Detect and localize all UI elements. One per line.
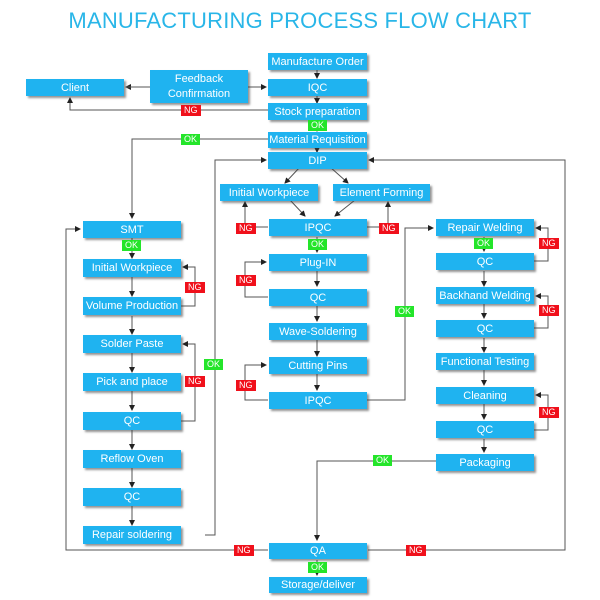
node-repair-welding: Repair Welding [436, 219, 534, 236]
node-functional-testing: Functional Testing [436, 353, 534, 370]
chart-title: MANUFACTURING PROCESS FLOW CHART [68, 8, 532, 33]
node-pick-and-place: Pick and place [83, 373, 181, 391]
node-qc-smt-1: QC [83, 412, 181, 430]
ok-tag: OK [308, 239, 328, 250]
feedback-line-1: Feedback [174, 73, 224, 85]
node-plug-in: Plug-IN [269, 254, 367, 271]
connector [368, 157, 566, 551]
node-cutting-pins: Cutting Pins [269, 357, 367, 374]
node-solder-paste: Solder Paste [83, 335, 181, 353]
ng-tag: NG [539, 407, 559, 418]
ng-tag: NG [234, 545, 254, 556]
node-reflow-oven: Reflow Oven [83, 450, 181, 468]
node-qc-plug: QC [269, 289, 367, 306]
ng-tag: NG [185, 282, 205, 293]
ng-tag: NG [181, 105, 201, 116]
connector [334, 199, 356, 217]
ng-tag: NG [236, 275, 256, 286]
ok-tag: OK [122, 240, 142, 251]
node-volume-production: Volume Production [83, 297, 181, 315]
connector [129, 138, 268, 219]
ng-tag: NG [185, 376, 205, 387]
ng-tag: NG [379, 223, 399, 234]
ok-tag: OK [308, 562, 328, 573]
node-backhand-welding: Backhand Welding [436, 287, 534, 304]
node-packaging: Packaging [436, 454, 534, 471]
node-qc-bw: QC [436, 320, 534, 337]
ok-tag: OK [395, 306, 415, 317]
ng-tag: NG [406, 545, 426, 556]
ng-tag: NG [236, 380, 256, 391]
connector [329, 166, 349, 184]
ok-tag: OK [308, 120, 328, 131]
connector [65, 226, 268, 551]
node-element-forming: Element Forming [333, 184, 430, 201]
node-wave-soldering: Wave-Soldering [269, 323, 367, 340]
node-ipqc-2: IPQC [269, 392, 367, 409]
ng-tag: NG [539, 238, 559, 249]
node-manufacture-order: Manufacture Order [268, 53, 367, 70]
feedback-line-2: Confirmation [167, 88, 231, 100]
ng-tag: NG [236, 223, 256, 234]
ok-tag: OK [373, 455, 393, 466]
ok-tag: OK [474, 238, 494, 249]
node-client: Client [26, 79, 124, 96]
connector [284, 166, 301, 184]
connector [205, 157, 267, 536]
node-iqc: IQC [268, 79, 367, 96]
ok-tag: OK [204, 359, 224, 370]
node-smt-initial-workpiece: Initial Workpiece [83, 259, 181, 277]
ng-tag: NG [539, 305, 559, 316]
node-dip: DIP [268, 152, 367, 169]
node-dip-initial-workpiece: Initial Workpiece [220, 184, 318, 201]
node-qa: QA [269, 543, 367, 559]
node-qc-smt-2: QC [83, 488, 181, 506]
connector [67, 97, 268, 111]
node-cleaning: Cleaning [436, 387, 534, 404]
node-feedback-confirmation: Feedback Confirmation [150, 70, 248, 103]
node-qc-cl: QC [436, 421, 534, 438]
node-ipqc-1: IPQC [269, 219, 367, 236]
node-material-requisition: Material Requisition [268, 132, 367, 148]
node-stock-preparation: Stock preparation [268, 103, 367, 120]
node-storage-deliver: Storage/deliver [269, 577, 367, 593]
ok-tag: OK [181, 134, 201, 145]
node-qc-rw: QC [436, 253, 534, 270]
connector [314, 460, 436, 541]
node-smt: SMT [83, 221, 181, 238]
node-repair-soldering: Repair soldering [83, 526, 181, 544]
connector [289, 199, 306, 217]
